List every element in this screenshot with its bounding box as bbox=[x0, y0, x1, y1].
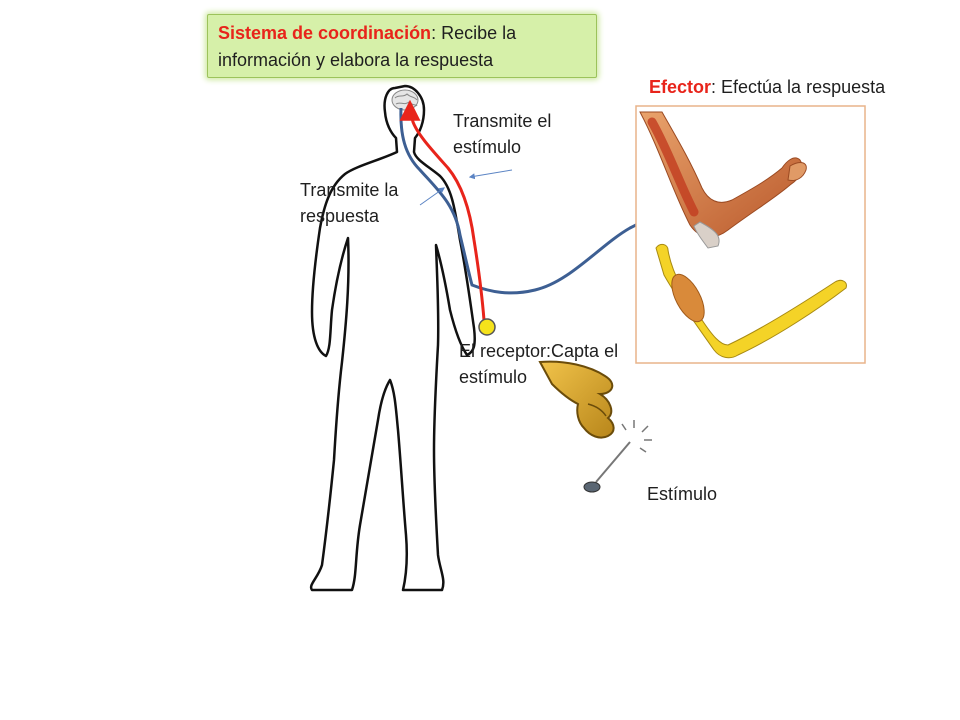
effector-title: Efector bbox=[649, 77, 712, 97]
transmit-stimulus-line2: estímulo bbox=[453, 137, 522, 157]
receptor-icon bbox=[478, 318, 496, 336]
coordination-description: : Recibe la información y elabora la res… bbox=[218, 23, 517, 70]
transmit-stimulus-pointer bbox=[468, 169, 513, 180]
receptor-line1: El receptor:Capta el bbox=[459, 341, 619, 361]
receptor-line2: estímulo bbox=[459, 367, 528, 387]
afferent-nerve-path bbox=[399, 99, 486, 321]
transmit-stimulus-line1: Transmite el bbox=[453, 111, 552, 131]
effector-description: : Efectúa la respuesta bbox=[711, 77, 886, 97]
coordination-title: Sistema de coordinación bbox=[218, 23, 432, 43]
human-body-outline bbox=[309, 84, 476, 592]
coordination-system-box: Sistema de coordinación: Recibe la infor… bbox=[207, 14, 597, 78]
hand-pin-illustration bbox=[538, 360, 652, 493]
receptor-label: El receptor:Capta el estímulo bbox=[459, 338, 618, 390]
transmit-response-line2: respuesta bbox=[300, 206, 380, 226]
transmit-response-pointer bbox=[419, 187, 445, 206]
brain-icon bbox=[391, 89, 419, 111]
stimulus-label: Estímulo bbox=[647, 484, 718, 504]
transmit-response-line1: Transmite la bbox=[300, 180, 399, 200]
effector-label: Efector: Efectúa la respuesta bbox=[649, 74, 885, 100]
efferent-nerve-path bbox=[399, 107, 680, 295]
transmit-stimulus-label: Transmite el estímulo bbox=[453, 108, 551, 160]
transmit-response-label: Transmite la respuesta bbox=[300, 177, 398, 229]
effector-arm-illustration bbox=[635, 105, 866, 364]
